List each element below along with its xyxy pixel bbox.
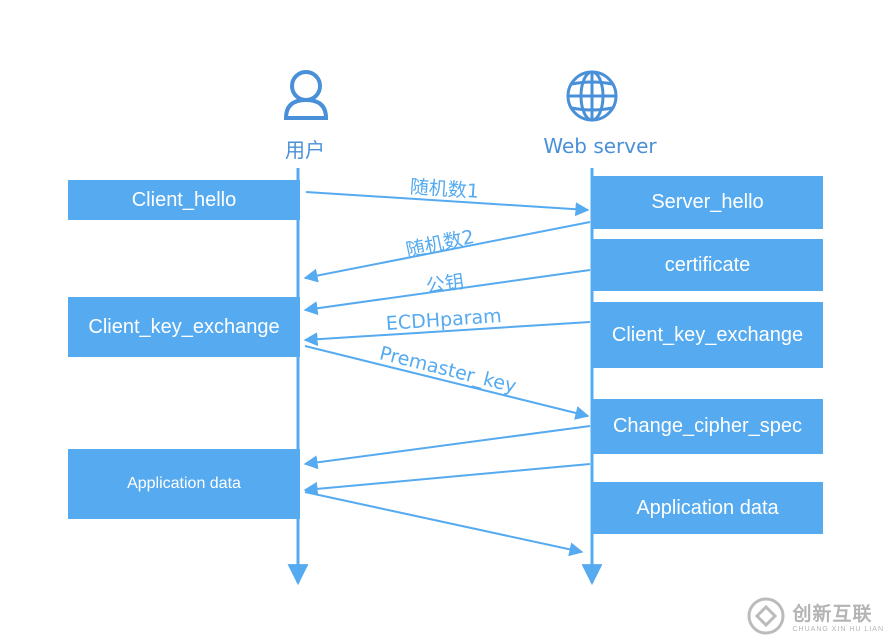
arrow-premaster xyxy=(304,345,590,420)
arrow-ecdhparam xyxy=(303,321,591,347)
arrow-public-key xyxy=(303,269,591,316)
watermark: 创新互联 CHUANG XIN HU LIAN xyxy=(746,596,884,636)
client-hello-box: Client_hello xyxy=(68,180,300,220)
client-application-data-box: Application data xyxy=(68,449,300,519)
arrow-appdata-2 xyxy=(304,491,584,557)
arrow-random2 xyxy=(303,221,591,283)
arrow-change-cipher xyxy=(303,425,591,470)
client-actor-label: 用户 xyxy=(285,138,325,162)
server-key-exchange-box: Client_key_exchange xyxy=(592,302,823,368)
arrow-random1 xyxy=(305,191,590,217)
watermark-name: 创新互联 xyxy=(792,603,873,625)
server-application-data-box: Application data xyxy=(592,482,823,534)
server-actor-label: Web server xyxy=(543,134,657,158)
watermark-sub: CHUANG XIN HU LIAN xyxy=(792,626,884,633)
arrow-appdata-1 xyxy=(303,463,591,496)
message-label-random1: 随机数1 xyxy=(409,176,480,203)
client-key-exchange-box: Client_key_exchange xyxy=(68,297,300,357)
person-icon xyxy=(283,70,329,120)
server-hello-box: Server_hello xyxy=(592,176,823,229)
globe-icon xyxy=(566,70,618,122)
certificate-box: certificate xyxy=(592,239,823,291)
message-label-public-key: 公钥 xyxy=(424,270,466,298)
watermark-logo-icon xyxy=(747,597,785,635)
change-cipher-spec-box: Change_cipher_spec xyxy=(592,399,823,454)
